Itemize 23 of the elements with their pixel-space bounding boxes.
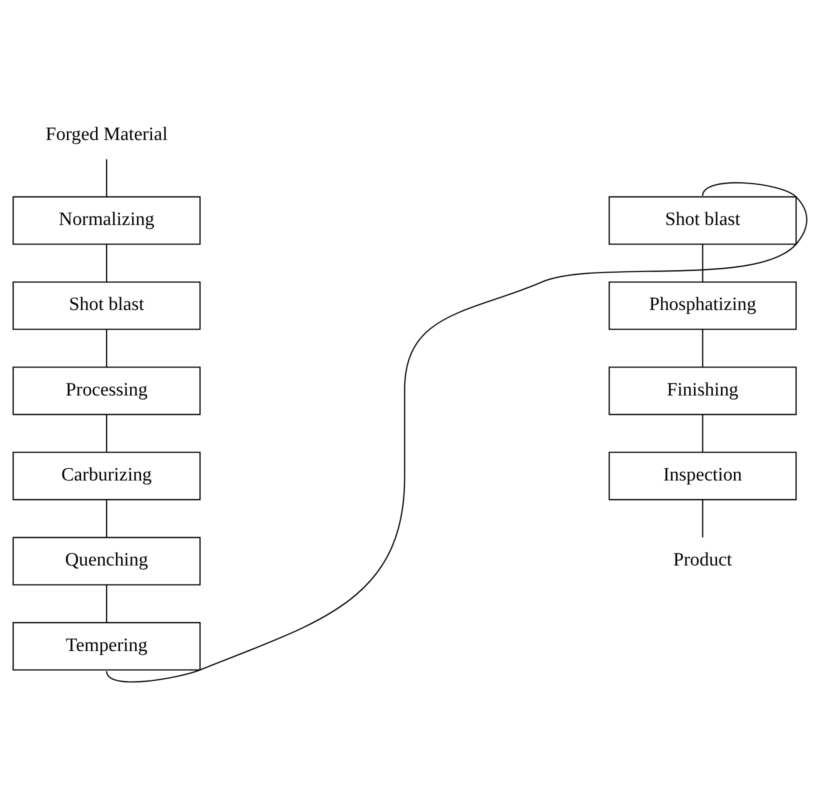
connector xyxy=(106,182,808,682)
connector xyxy=(702,330,704,368)
node-box: Quenching xyxy=(12,536,201,586)
node-box: Processing xyxy=(12,366,201,416)
connector xyxy=(702,244,704,282)
connector xyxy=(702,414,704,452)
connector xyxy=(702,500,704,538)
node-box: Carburizing xyxy=(12,452,201,500)
node-box: Tempering xyxy=(12,622,201,671)
connector xyxy=(106,414,108,452)
connector xyxy=(106,244,108,282)
connector xyxy=(106,159,108,197)
node-box: Finishing xyxy=(608,366,797,416)
node-box: Normalizing xyxy=(12,196,201,245)
connector xyxy=(106,500,108,538)
node-box: Shot blast xyxy=(12,281,201,330)
node-box: Inspection xyxy=(608,452,797,500)
node-text: Forged Material xyxy=(46,124,168,145)
connector xyxy=(106,330,108,368)
connector xyxy=(106,584,108,623)
node-box: Phosphatizing xyxy=(608,281,797,330)
node-text: Product xyxy=(673,550,732,571)
node-box: Shot blast xyxy=(608,196,797,245)
